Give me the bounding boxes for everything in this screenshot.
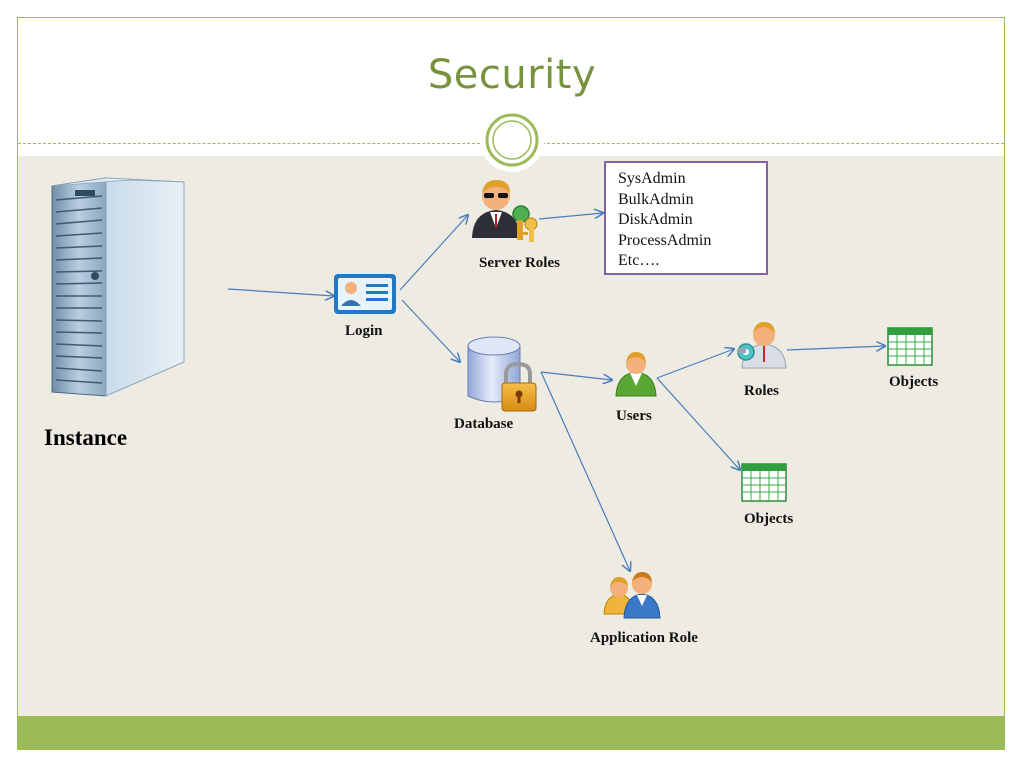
server-role-item: ProcessAdmin (618, 231, 712, 249)
server-role-item: SysAdmin (618, 170, 686, 187)
database-lock-icon (467, 336, 537, 412)
arrow-users-objects (656, 377, 740, 470)
arrow-login-server-roles (399, 215, 468, 291)
login-label: Login (345, 323, 383, 339)
arrow-users-roles (656, 349, 734, 379)
server-role-item: BulkAdmin (618, 190, 694, 208)
table-icon (741, 463, 787, 502)
application-role-label: Application Role (590, 630, 698, 646)
user-group-icon (603, 572, 661, 619)
arrow-server-roles-list (538, 213, 603, 220)
objects-label: Objects (744, 511, 794, 527)
connector-arrows (227, 213, 885, 571)
user-with-keys-icon (472, 180, 538, 242)
server-roles-list-box: SysAdmin BulkAdmin DiskAdmin ProcessAdmi… (604, 161, 768, 275)
server-roles-label: Server Roles (479, 255, 560, 271)
objects-label: Objects (889, 374, 939, 390)
arrow-roles-objects (786, 346, 885, 350)
arrow-database-application-role (540, 371, 630, 571)
database-label: Database (454, 416, 514, 432)
arrow-instance-login (227, 288, 334, 296)
instance-label: Instance (44, 425, 128, 450)
server-role-item: Etc…. (618, 252, 660, 269)
server-icon (51, 177, 185, 397)
footer-bar (18, 716, 1004, 749)
arrow-database-users (540, 371, 612, 380)
server-role-item: DiskAdmin (618, 211, 693, 228)
user-icon (615, 352, 657, 397)
arrow-login-database (401, 299, 460, 362)
title-ring-ornament (480, 108, 544, 172)
table-icon (887, 327, 933, 366)
roles-label: Roles (744, 383, 779, 399)
users-label: Users (616, 408, 652, 424)
user-with-key-icon (737, 322, 787, 369)
id-card-icon (334, 274, 396, 314)
slide-title: Security (427, 52, 597, 98)
